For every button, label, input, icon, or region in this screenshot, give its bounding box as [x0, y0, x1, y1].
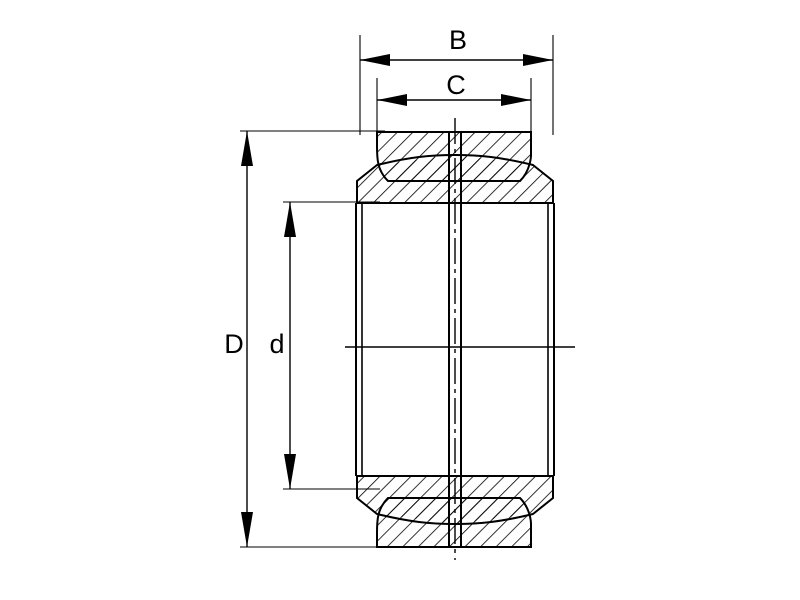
dimension-label-d-outer: D [224, 329, 244, 359]
dimension-b: B [360, 25, 553, 66]
outer-ring-walls [355, 203, 555, 476]
dimension-extension-lines [240, 35, 554, 548]
arrowhead-right-b [523, 54, 553, 66]
arrowhead-bottom-d-outer [241, 512, 253, 547]
dimension-d-inner: d [269, 202, 296, 489]
centerlines [345, 118, 575, 560]
arrowhead-left-b [360, 54, 390, 66]
dimension-c: C [377, 70, 531, 106]
arrowhead-top-d-outer [241, 131, 253, 166]
dimension-label-b: B [449, 25, 467, 55]
arrowhead-top-d-inner [284, 202, 296, 237]
arrowhead-left-c [377, 94, 407, 106]
arrowhead-bottom-d-inner [284, 454, 296, 489]
dimension-label-d-inner: d [269, 329, 284, 359]
arrowhead-right-c [501, 94, 531, 106]
dimension-d-outer: D [224, 131, 253, 547]
bearing-bore-slot [448, 132, 462, 547]
dimension-label-c: C [446, 70, 466, 100]
